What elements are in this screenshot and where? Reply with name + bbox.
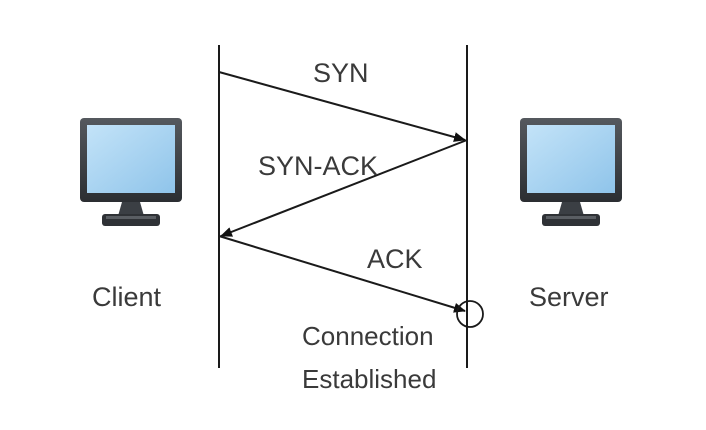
connection-established-line2: Established xyxy=(302,364,436,394)
connection-established-line1: Connection xyxy=(302,321,434,351)
syn-arrow xyxy=(218,71,466,142)
syn-ack-arrow xyxy=(220,139,468,237)
ack-arrow xyxy=(218,235,466,313)
ack-label: ACK xyxy=(367,244,423,274)
client-computer-icon xyxy=(80,118,182,226)
server-computer-icon xyxy=(520,118,622,226)
server-label: Server xyxy=(529,282,609,312)
client-label: Client xyxy=(92,282,162,312)
syn-ack-label: SYN-ACK xyxy=(258,151,378,181)
syn-label: SYN xyxy=(313,58,369,88)
established-marker xyxy=(456,300,484,328)
